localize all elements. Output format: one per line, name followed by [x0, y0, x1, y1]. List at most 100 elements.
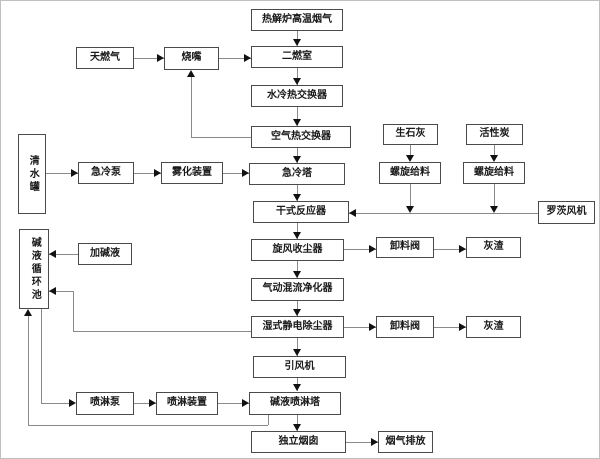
arrow-down-icon [293, 78, 301, 85]
connector-line [344, 327, 376, 328]
node-natural-gas: 天燃气 [76, 47, 134, 69]
node-discharge-valve-1: 卸料阀 [376, 237, 434, 258]
connector-line [297, 185, 298, 201]
connector-line [297, 107, 298, 126]
connector-line [223, 173, 249, 174]
connector-line [344, 249, 376, 250]
connector-line [434, 249, 466, 250]
arrow-down-icon [293, 309, 301, 316]
arrow-right-icon [459, 323, 466, 331]
arrow-down-icon [293, 424, 301, 431]
arrow-right-icon [369, 323, 376, 331]
arrow-right-icon [154, 169, 161, 177]
node-independent-chimney: 独立烟囱 [251, 431, 346, 453]
connector-line [346, 442, 378, 443]
arrow-down-icon [490, 206, 498, 213]
node-pneumatic-mixed-flow-purifier: 气动混流净化器 [251, 278, 344, 301]
arrow-right-icon [69, 399, 76, 407]
arrow-left-icon [349, 209, 356, 217]
node-atomizing-device: 雾化装置 [161, 162, 223, 184]
arrow-up-icon [24, 309, 32, 316]
node-clean-water-tank: 清水罐 [18, 134, 46, 214]
arrow-right-icon [244, 54, 251, 62]
node-secondary-combustion-chamber: 二燃室 [251, 46, 343, 68]
arrow-down-icon [406, 155, 414, 162]
node-spray-device: 喷淋装置 [156, 392, 218, 415]
node-pyrolysis-flue-gas: 热解炉高温烟气 [251, 9, 343, 31]
node-roots-blower: 罗茨风机 [538, 201, 595, 224]
connector-line [73, 291, 74, 331]
node-quicklime: 生石灰 [383, 124, 438, 145]
connector-line [297, 223, 298, 239]
node-quench-tower: 急冷塔 [249, 163, 345, 185]
arrow-up-icon [187, 70, 195, 77]
arrow-down-icon [293, 349, 301, 356]
node-air-heat-exchanger: 空气热交换器 [251, 126, 351, 148]
connector-line [494, 145, 495, 155]
connector-line [268, 415, 269, 425]
arrow-left-icon [49, 287, 56, 295]
node-wet-electrostatic-precipitator: 湿式静电除尘器 [251, 316, 344, 338]
connector-line [28, 316, 29, 426]
connector-line [134, 403, 156, 404]
connector-line [28, 425, 268, 426]
node-dry-reactor: 干式反应器 [253, 201, 349, 223]
node-add-alkali-liquid: 加碱液 [78, 243, 132, 265]
arrow-down-icon [293, 194, 301, 201]
connector-line [134, 58, 164, 59]
connector-line [349, 213, 538, 214]
connector-line [134, 173, 161, 174]
node-alkali-circulation-pool: 碱液循环池 [19, 229, 49, 309]
arrow-down-icon [293, 271, 301, 278]
arrow-right-icon [369, 245, 376, 253]
arrow-right-icon [71, 169, 78, 177]
connector-line [297, 261, 298, 278]
arrow-right-icon [459, 245, 466, 253]
node-activated-carbon: 活性炭 [466, 124, 523, 145]
node-discharge-valve-2: 卸料阀 [376, 316, 434, 338]
arrow-down-icon [406, 206, 414, 213]
arrow-right-icon [149, 399, 156, 407]
node-water-cooled-heat-exchanger: 水冷热交换器 [251, 85, 343, 107]
connector-line [191, 76, 192, 137]
connector-line [410, 145, 411, 155]
node-induced-draft-fan: 引风机 [253, 356, 346, 378]
arrow-down-icon [293, 232, 301, 239]
node-ash-residue-2: 灰渣 [466, 316, 521, 338]
connector-line [41, 309, 42, 403]
arrow-down-icon [490, 155, 498, 162]
node-burner: 烧嘴 [164, 47, 219, 70]
connector-line [297, 148, 298, 163]
node-alkali-spray-tower: 碱液喷淋塔 [249, 392, 341, 415]
connector-line [191, 137, 251, 138]
connector-line [297, 338, 298, 356]
connector-line [297, 68, 298, 85]
node-quench-pump: 急冷泵 [78, 162, 134, 184]
arrow-down-icon [293, 384, 301, 391]
connector-line [410, 184, 411, 206]
connector-line [494, 184, 495, 206]
arrow-down-icon [293, 156, 301, 163]
connector-line [297, 31, 298, 46]
node-screw-feeder-carbon: 螺旋给料 [463, 162, 525, 184]
arrow-right-icon [371, 438, 378, 446]
node-flue-gas-emission: 烟气排放 [378, 431, 433, 453]
arrow-right-icon [157, 54, 164, 62]
connector-line [46, 173, 78, 174]
arrow-right-icon [242, 169, 249, 177]
connector-line [41, 403, 69, 404]
arrow-down-icon [293, 39, 301, 46]
connector-line [49, 254, 78, 255]
node-screw-feeder-lime: 螺旋给料 [379, 162, 441, 184]
arrow-down-icon [293, 119, 301, 126]
connector-line [297, 415, 298, 431]
node-cyclone-dust-collector: 旋风收尘器 [251, 239, 344, 261]
connector-line [219, 58, 251, 59]
node-ash-residue-1: 灰渣 [466, 237, 521, 258]
arrow-left-icon [49, 250, 56, 258]
arrow-right-icon [242, 399, 249, 407]
connector-line [73, 331, 251, 332]
connector-line [297, 301, 298, 316]
connector-line [218, 403, 249, 404]
